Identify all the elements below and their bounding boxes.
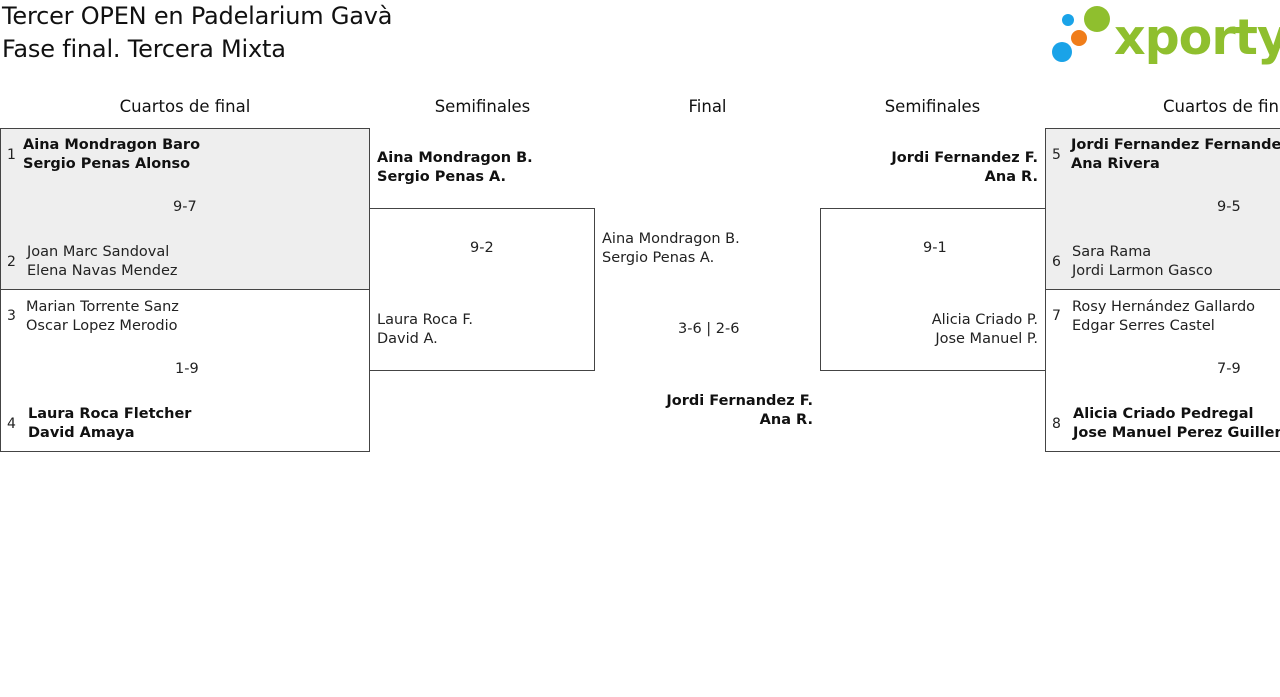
team-entry[interactable]: Aina Mondragon B. Sergio Penas A. <box>602 230 740 268</box>
player-name: Sara Rama <box>1072 244 1152 260</box>
team-entry[interactable]: Marian Torrente Sanz Oscar Lopez Merodio <box>26 298 179 336</box>
seed-number: 6 <box>1052 254 1061 270</box>
round-header-final: Final <box>688 97 727 116</box>
team-entry[interactable]: Jordi Fernandez Fernandez Ana Rivera <box>1071 136 1280 174</box>
player-name: Laura Roca F. <box>377 312 473 328</box>
player-name: Elena Navas Mendez <box>27 263 178 279</box>
round-header-right-semis: Semifinales <box>884 97 981 116</box>
team-entry[interactable]: Jordi Fernandez F. Ana R. <box>891 149 1038 187</box>
team-entry[interactable]: Rosy Hernández Gallardo Edgar Serres Cas… <box>1072 298 1255 336</box>
player-name: Jordi Fernandez F. <box>891 150 1038 166</box>
seed-number: 7 <box>1052 308 1061 324</box>
seed-number: 4 <box>7 416 16 432</box>
player-name: Sergio Penas A. <box>377 169 507 185</box>
player-name: Aina Mondragon B. <box>377 150 533 166</box>
team-entry[interactable]: Sara Rama Jordi Larmon Gasco <box>1072 243 1213 281</box>
match-score: 7-9 <box>1217 361 1241 377</box>
logo-dot-green <box>1084 6 1110 32</box>
logo-wordmark: xporty <box>1114 9 1280 66</box>
semi-match-left <box>369 208 595 371</box>
round-header-right-quarters: Cuartos de final <box>1163 97 1280 116</box>
match-score: 9-2 <box>470 240 494 256</box>
player-name: Rosy Hernández Gallardo <box>1072 299 1256 315</box>
quarter-match-4 <box>1045 289 1280 452</box>
match-score: 9-1 <box>923 240 947 256</box>
page-subtitle: Fase final. Tercera Mixta <box>2 35 286 63</box>
player-name: Jordi Fernandez Fernandez <box>1071 137 1280 153</box>
seed-number: 8 <box>1052 416 1061 432</box>
player-name: Edgar Serres Castel <box>1072 318 1215 334</box>
match-score: 1-9 <box>175 361 199 377</box>
round-header-left-semis: Semifinales <box>434 97 531 116</box>
player-name: Jordi Fernandez F. <box>666 393 813 409</box>
player-name: David Amaya <box>28 425 135 441</box>
team-entry[interactable]: Laura Roca Fletcher David Amaya <box>28 405 191 443</box>
champion-team-entry[interactable]: Jordi Fernandez F. Ana R. <box>666 392 813 430</box>
team-entry[interactable]: Aina Mondragon Baro Sergio Penas Alonso <box>23 136 200 174</box>
team-entry[interactable]: Aina Mondragon B. Sergio Penas A. <box>377 149 533 187</box>
player-name: Sergio Penas Alonso <box>23 156 191 172</box>
player-name: Jose Manuel Perez Guillen <box>1073 425 1280 441</box>
match-score: 9-7 <box>173 199 197 215</box>
team-entry[interactable]: Alicia Criado Pedregal Jose Manuel Perez… <box>1073 405 1280 443</box>
player-name: Ana Rivera <box>1071 156 1160 172</box>
round-header-left-quarters: Cuartos de final <box>119 97 251 116</box>
team-entry[interactable]: Joan Marc Sandoval Elena Navas Mendez <box>27 243 178 281</box>
xporty-logo[interactable]: xporty <box>1050 4 1280 68</box>
seed-number: 2 <box>7 254 16 270</box>
team-entry[interactable]: Alicia Criado P. Jose Manuel P. <box>932 311 1038 349</box>
team-entry[interactable]: Laura Roca F. David A. <box>377 311 473 349</box>
seed-number: 3 <box>7 308 16 324</box>
player-name: Laura Roca Fletcher <box>28 406 192 422</box>
seed-number: 5 <box>1052 147 1061 163</box>
player-name: Ana R. <box>984 169 1038 185</box>
quarter-match-1 <box>0 128 370 290</box>
final-score: 3-6 | 2-6 <box>678 321 740 337</box>
page-title: Tercer OPEN en Padelarium Gavà <box>2 2 393 30</box>
match-score: 9-5 <box>1217 199 1241 215</box>
player-name: David A. <box>377 331 438 347</box>
player-name: Alicia Criado Pedregal <box>1073 406 1254 422</box>
player-name: Ana R. <box>759 412 813 428</box>
player-name: Sergio Penas A. <box>602 250 715 266</box>
logo-dot-blue-small <box>1062 14 1074 26</box>
player-name: Jose Manuel P. <box>935 331 1038 347</box>
logo-dot-orange <box>1071 30 1087 46</box>
player-name: Joan Marc Sandoval <box>27 244 170 260</box>
logo-dot-blue-large <box>1052 42 1072 62</box>
player-name: Marian Torrente Sanz <box>26 299 179 315</box>
player-name: Alicia Criado P. <box>931 312 1038 328</box>
player-name: Aina Mondragon Baro <box>23 137 201 153</box>
player-name: Aina Mondragon B. <box>602 231 740 247</box>
quarter-match-3 <box>1045 128 1280 290</box>
player-name: Oscar Lopez Merodio <box>26 318 178 334</box>
player-name: Jordi Larmon Gasco <box>1072 263 1213 279</box>
seed-number: 1 <box>7 147 16 163</box>
